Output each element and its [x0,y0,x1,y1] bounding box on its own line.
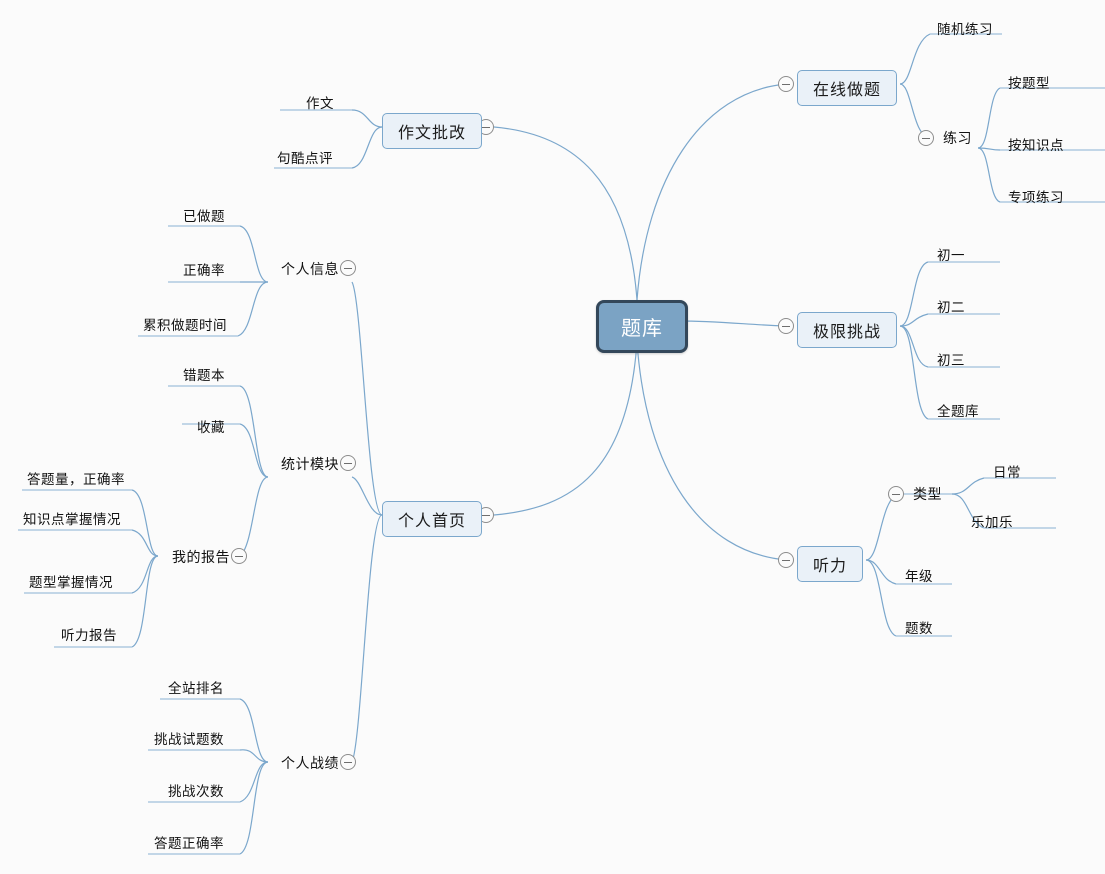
leaf-wrong-question-book[interactable]: 错题本 [183,368,225,383]
collapse-toggle-listening-type-icon[interactable] [888,486,904,502]
leaf-grade-3[interactable]: 初三 [937,353,965,368]
leaf-questions-done[interactable]: 已做题 [183,209,225,224]
collapse-toggle-extreme-challenge-icon[interactable] [778,318,794,334]
leaf-daily[interactable]: 日常 [993,465,1021,480]
node-personal-record[interactable]: 个人战绩 [281,755,339,771]
collapse-toggle-listening-icon[interactable] [778,552,794,568]
leaf-challenge-question-count[interactable]: 挑战试题数 [154,732,224,747]
leaf-knowledge-mastery[interactable]: 知识点掌握情况 [23,512,121,527]
leaf-challenge-times[interactable]: 挑战次数 [168,784,224,799]
node-online-practice[interactable]: 在线做题 [797,70,898,106]
node-practice[interactable]: 练习 [943,130,972,146]
leaf-listening-report[interactable]: 听力报告 [61,628,117,643]
leaf-by-question-type[interactable]: 按题型 [1008,76,1050,91]
root-node-question-bank[interactable]: 题库 [596,300,688,353]
node-listening-type[interactable]: 类型 [913,486,942,502]
leaf-essay[interactable]: 作文 [306,96,334,111]
leaf-random-practice[interactable]: 随机练习 [937,22,993,37]
leaf-favorites[interactable]: 收藏 [197,420,225,435]
node-extreme-challenge[interactable]: 极限挑战 [797,312,898,348]
node-essay-correction[interactable]: 作文批改 [382,113,483,149]
leaf-answer-accuracy-rate[interactable]: 答题正确率 [154,836,224,851]
node-my-report[interactable]: 我的报告 [172,549,230,565]
node-personal-home[interactable]: 个人首页 [382,501,483,537]
collapse-toggle-practice-icon[interactable] [918,130,934,146]
leaf-by-knowledge-point[interactable]: 按知识点 [1008,138,1064,153]
leaf-lejiale[interactable]: 乐加乐 [971,515,1013,530]
leaf-cumulative-time[interactable]: 累积做题时间 [143,318,227,333]
leaf-volume-and-accuracy[interactable]: 答题量，正确率 [27,472,125,487]
collapse-toggle-online-practice-icon[interactable] [778,76,794,92]
node-personal-info[interactable]: 个人信息 [281,261,339,277]
collapse-toggle-personal-info-icon[interactable] [340,260,356,276]
collapse-toggle-personal-record-icon[interactable] [340,754,356,770]
leaf-all-question-bank[interactable]: 全题库 [937,404,979,419]
node-stats-module[interactable]: 统计模块 [281,456,339,472]
leaf-site-ranking[interactable]: 全站排名 [168,681,224,696]
leaf-grade-1[interactable]: 初一 [937,248,965,263]
leaf-listening-grade[interactable]: 年级 [905,569,933,584]
leaf-accuracy-rate[interactable]: 正确率 [183,263,225,278]
leaf-grade-2[interactable]: 初二 [937,300,965,315]
leaf-juku-comment[interactable]: 句酷点评 [277,151,333,166]
collapse-toggle-my-report-icon[interactable] [231,548,247,564]
collapse-toggle-stats-module-icon[interactable] [340,455,356,471]
leaf-special-practice[interactable]: 专项练习 [1008,190,1064,205]
leaf-question-count[interactable]: 题数 [905,621,933,636]
leaf-question-type-mastery[interactable]: 题型掌握情况 [29,575,113,590]
node-listening[interactable]: 听力 [797,546,864,582]
